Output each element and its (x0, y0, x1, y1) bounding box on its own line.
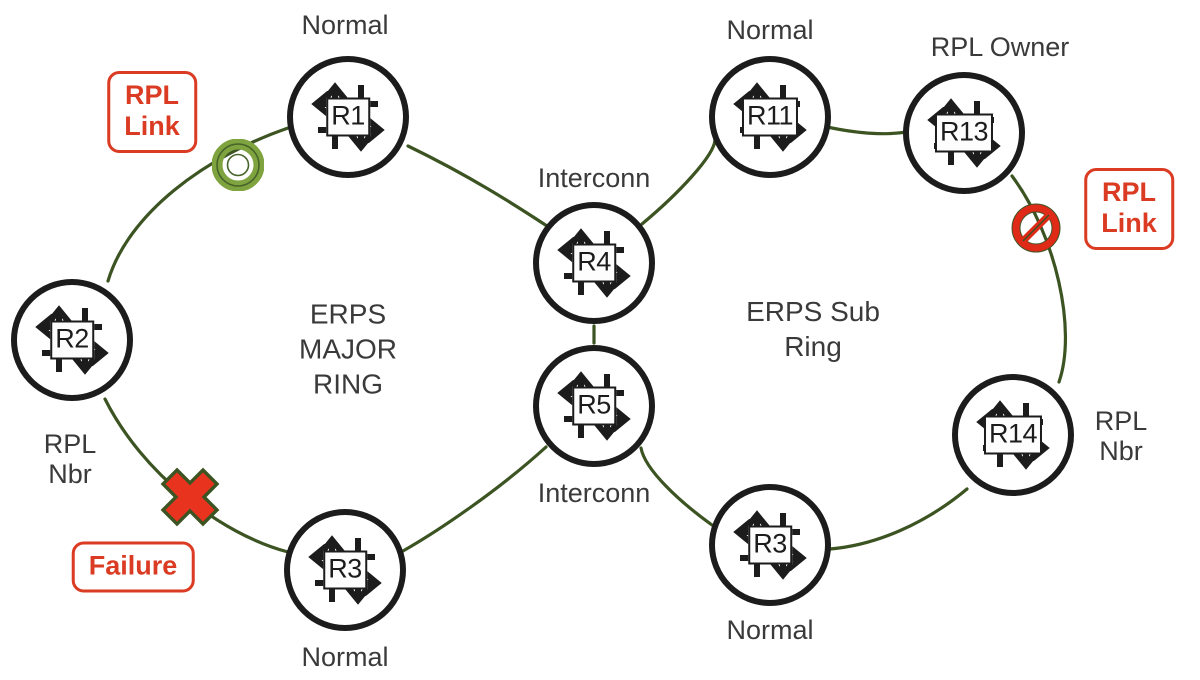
router-label: R1 (326, 97, 370, 137)
router-node-r11[interactable]: R11 (707, 54, 833, 180)
router-label: R4 (572, 243, 616, 283)
router-node-r5[interactable]: R5 (531, 343, 657, 469)
router-label: R3 (323, 550, 367, 590)
node-caption-r4: Interconn (537, 162, 651, 193)
node-caption-r3-major: Normal (301, 641, 389, 672)
callout-rpl-link-right: RPL Link (1084, 167, 1174, 251)
node-caption-r3-sub: Normal (726, 614, 814, 645)
area-label-major-ring: ERPS MAJOR RING (299, 298, 397, 400)
link-r2-r1 (106, 125, 293, 283)
link-r5-r3l (401, 445, 548, 553)
link-r3r-r5 (639, 446, 714, 527)
rpl-block-closed-glyph (1011, 203, 1061, 253)
rpl-block-open-icon (211, 138, 265, 192)
node-caption-r2: RPL Nbr (43, 428, 97, 489)
node-caption-r5: Interconn (537, 477, 651, 508)
node-caption-r11: Normal (726, 14, 814, 45)
router-node-r13[interactable]: R13 (901, 70, 1027, 196)
router-node-r2[interactable]: R2 (9, 277, 135, 403)
link-r11-r13 (825, 125, 909, 136)
node-caption-r1: Normal (301, 9, 389, 40)
router-label: R13 (934, 113, 994, 153)
router-node-r3-major[interactable]: R3 (282, 507, 408, 633)
failure-x-icon (157, 464, 223, 530)
callout-rpl-link-left: RPL Link (107, 70, 197, 154)
router-label: R14 (983, 415, 1043, 455)
router-node-r4[interactable]: R4 (531, 200, 657, 326)
router-node-r14[interactable]: R14 (950, 372, 1076, 498)
router-node-r1[interactable]: R1 (285, 54, 411, 180)
callout-failure: Failure (71, 541, 195, 593)
link-r4-r11 (640, 138, 717, 226)
link-r14-r3r (828, 487, 969, 551)
router-label: R5 (572, 386, 616, 426)
router-label: R11 (741, 97, 799, 137)
link-r13-r14 (1010, 174, 1068, 384)
router-node-r3-sub[interactable]: R3 (707, 482, 833, 608)
rpl-block-closed-icon (1011, 203, 1061, 253)
node-caption-r13: RPL Owner (930, 31, 1070, 62)
rpl-block-open-glyph (211, 138, 265, 192)
router-label: R3 (748, 525, 792, 565)
link-r1-r4 (406, 144, 549, 228)
router-label: R2 (50, 320, 94, 360)
node-caption-r14: RPL Nbr (1094, 405, 1148, 466)
area-label-sub-ring: ERPS Sub Ring (746, 296, 880, 362)
failure-x-glyph (160, 467, 220, 527)
